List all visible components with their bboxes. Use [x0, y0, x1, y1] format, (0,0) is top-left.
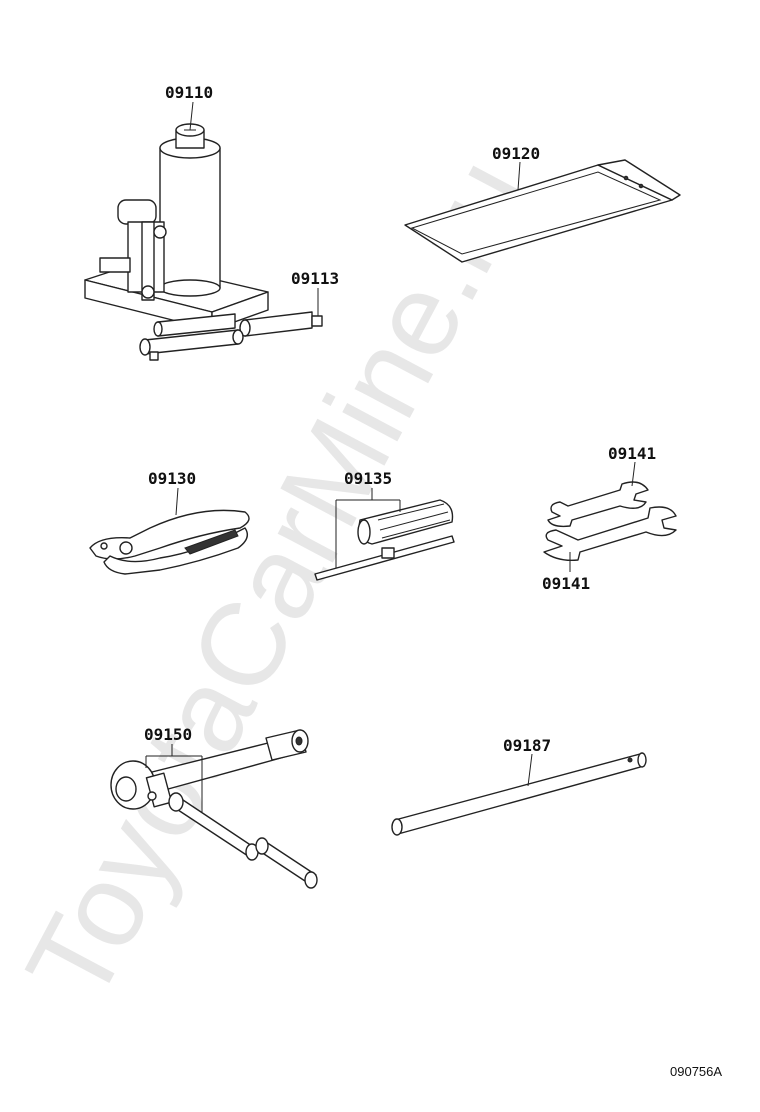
part-label-tool-bag: 09120: [492, 144, 540, 163]
jack-illustration: [84, 123, 269, 331]
part-label-wrench-large: 09141: [542, 574, 590, 593]
part-label-wrench-small: 09141: [608, 444, 656, 463]
jack-leader-line: [189, 101, 194, 131]
part-label-jack: 09110: [165, 83, 213, 102]
wrench-small-illustration: [547, 481, 649, 528]
part-label-jack-handle: 09113: [291, 269, 339, 288]
figure-reference: 090756A: [670, 1064, 722, 1079]
wrench-large-illustration: [543, 506, 677, 562]
pliers-illustration: [89, 509, 250, 575]
part-label-lug-wrench: 09150: [144, 725, 192, 744]
part-label-bar: 09187: [503, 736, 551, 755]
tool-bag-leader-line: [517, 161, 521, 191]
jack-handle-illustration: [139, 311, 323, 361]
watermark-text: ToyotaCarMine.ru: [1, 138, 555, 1022]
lug-wrench-illustration: [110, 729, 318, 889]
wrench-small-leader-line: [631, 461, 636, 487]
tool-bag-illustration: [404, 159, 681, 263]
bar-illustration: [391, 752, 647, 836]
screwdriver-illustration: [314, 499, 455, 581]
part-label-pliers: 09130: [148, 469, 196, 488]
pliers-leader-line: [175, 487, 179, 516]
bar-leader-line: [527, 753, 533, 787]
part-label-screwdriver: 09135: [344, 469, 392, 488]
